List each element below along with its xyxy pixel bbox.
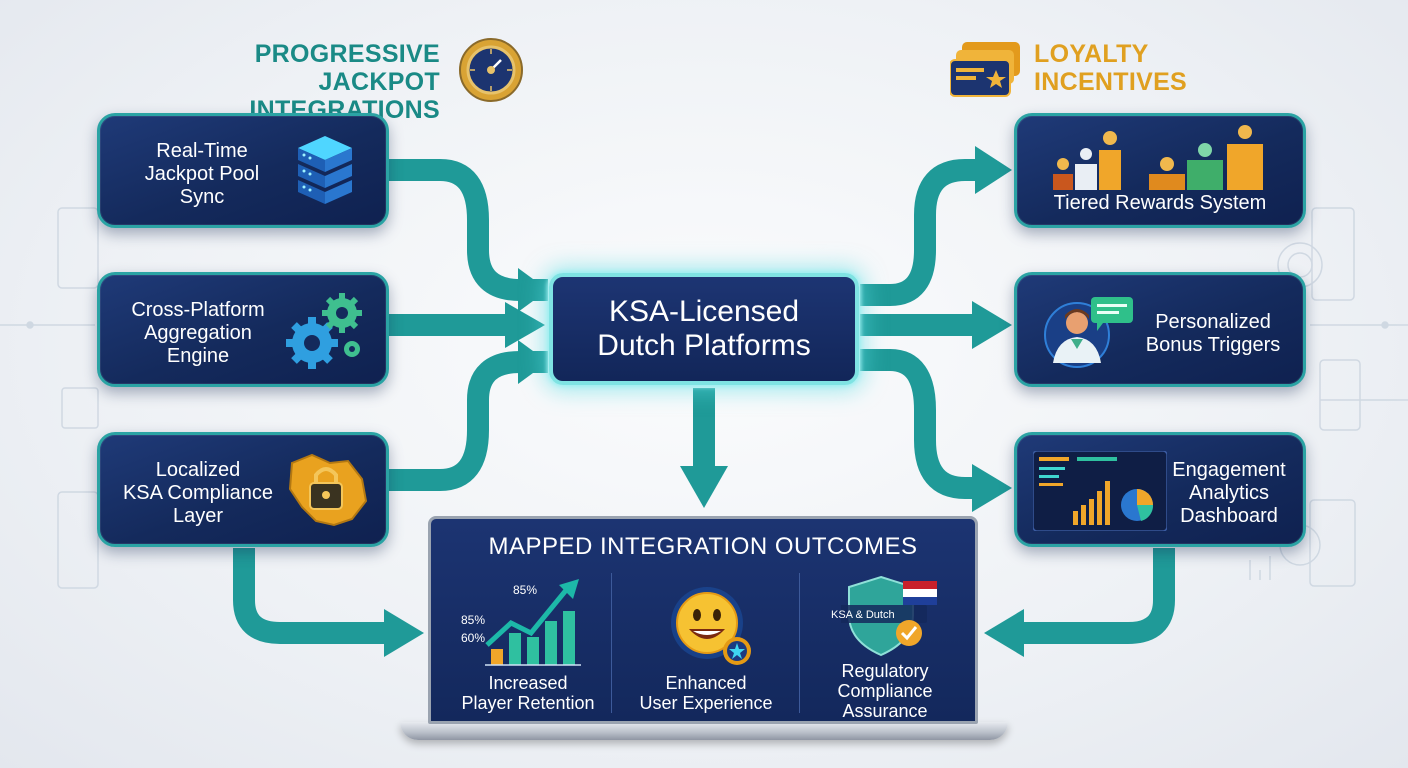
laptop-base	[400, 722, 1008, 740]
hub-label-line-1: KSA-Licensed	[608, 295, 800, 328]
card-jackpot-pool-sync-label: Real-Time Jackpot Pool Sync	[114, 140, 290, 209]
outcome-user-experience-label: Enhanced User Experience	[621, 673, 791, 713]
loyalty-title-line-1: LOYALTY	[1034, 40, 1149, 68]
label-line: Jackpot Pool	[144, 163, 260, 185]
connector-compliance-to-hub	[388, 351, 548, 491]
label-line: Localized	[155, 459, 241, 481]
hub-label-line-2: Dutch Platforms	[597, 329, 811, 362]
label-line: Real-Time	[156, 140, 248, 162]
smiley-badge-icon	[671, 587, 751, 665]
label-line: Regulatory	[841, 661, 929, 681]
label-line: Compliance	[837, 681, 933, 701]
label-line: Personalized	[1155, 311, 1271, 333]
jackpot-title-line-1: PROGRESSIVE JACKPOT	[254, 40, 440, 96]
chart-label-left-upper: 85%	[461, 613, 486, 627]
label-line: User Experience	[639, 693, 773, 713]
card-tiered-rewards[interactable]: Tiered Rewards System	[1014, 113, 1306, 228]
tier-podium-icon	[1053, 125, 1263, 190]
shield-flag-icon	[841, 575, 937, 657]
connector-analytics-to-outcomes	[1020, 548, 1175, 644]
dashboard-icon	[1033, 451, 1167, 531]
card-jackpot-pool-sync[interactable]: Real-Time Jackpot Pool Sync	[97, 113, 389, 228]
outcomes-title: MAPPED INTEGRATION OUTCOMES	[488, 533, 918, 560]
arrowhead-hub-mid	[505, 302, 545, 348]
connector-jackpot-sync-to-hub	[388, 159, 548, 301]
arrowhead-outcomes-down	[680, 466, 728, 508]
card-personalized-bonus-label: Personalized Bonus Triggers	[1125, 311, 1301, 357]
label-line: Aggregation	[144, 322, 252, 344]
chart-label-left-lower: 60%	[461, 631, 486, 645]
compliance-badge-text: KSA & Dutch	[831, 609, 895, 621]
arrowhead-hub-bottom	[518, 340, 548, 384]
label-line: Sync	[179, 186, 225, 208]
label-line: Increased	[488, 673, 568, 693]
arrowhead-tiered	[975, 146, 1012, 194]
connector-compliance-to-outcomes	[233, 548, 388, 644]
label-line: Dashboard	[1180, 505, 1278, 527]
arrowhead-outcomes-left-in	[384, 609, 424, 657]
connector-hub-to-tiered-rewards	[860, 159, 980, 306]
label-line: Engagement	[1172, 459, 1286, 481]
label-line: Engine	[166, 345, 230, 367]
outcome-compliance-label: Regulatory Compliance Assurance	[805, 661, 965, 721]
connector-hub-to-analytics	[860, 349, 978, 499]
outcomes-panel: MAPPED INTEGRATION OUTCOMES 85% 85% 60% …	[428, 516, 978, 724]
outcome-retention-label: Increased Player Retention	[445, 673, 611, 713]
label-line: Analytics	[1188, 482, 1270, 504]
label-line: Assurance	[842, 701, 928, 721]
loyalty-cards-icon	[950, 42, 1020, 97]
user-chat-icon	[1044, 297, 1133, 368]
label-line: Tiered Rewards System	[1053, 192, 1267, 214]
card-aggregation-engine-label: Cross-Platform Aggregation Engine	[112, 299, 284, 368]
loyalty-title-line-2: INCENTIVES	[1034, 68, 1188, 96]
label-line: Layer	[172, 505, 224, 527]
gears-icon	[286, 293, 362, 369]
arrowhead-bonus	[972, 301, 1012, 349]
card-aggregation-engine[interactable]: Cross-Platform Aggregation Engine	[97, 272, 389, 387]
card-tiered-rewards-label: Tiered Rewards System	[1017, 192, 1303, 215]
label-line: Enhanced	[665, 673, 747, 693]
card-engagement-analytics[interactable]: Engagement Analytics Dashboard	[1014, 432, 1306, 547]
arrowhead-analytics	[972, 464, 1012, 512]
jackpot-section-title: PROGRESSIVE JACKPOT INTEGRATIONS	[140, 40, 440, 124]
arrowhead-outcomes-right-in	[984, 609, 1024, 657]
card-ksa-compliance-layer[interactable]: Localized KSA Compliance Layer	[97, 432, 389, 547]
loyalty-section-title: LOYALTY INCENTIVES	[1034, 40, 1187, 96]
hub-label: KSA-Licensed Dutch Platforms	[553, 277, 855, 363]
card-engagement-analytics-label: Engagement Analytics Dashboard	[1155, 459, 1303, 528]
server-stack-icon	[298, 136, 352, 204]
outcome-divider	[799, 573, 800, 713]
growth-chart-icon	[485, 579, 581, 666]
card-ksa-compliance-layer-label: Localized KSA Compliance Layer	[110, 459, 286, 528]
label-line: Bonus Triggers	[1145, 334, 1281, 356]
vault-dial-icon	[459, 38, 523, 102]
outcome-divider	[611, 573, 612, 713]
chart-label-top: 85%	[513, 583, 538, 597]
map-lock-icon	[288, 453, 368, 527]
hub-ksa-dutch-platforms[interactable]: KSA-Licensed Dutch Platforms	[549, 273, 859, 385]
card-personalized-bonus[interactable]: Personalized Bonus Triggers	[1014, 272, 1306, 387]
label-line: KSA Compliance	[122, 482, 274, 504]
label-line: Player Retention	[461, 693, 595, 713]
label-line: Cross-Platform	[131, 299, 265, 321]
arrowhead-hub-top	[518, 268, 548, 312]
